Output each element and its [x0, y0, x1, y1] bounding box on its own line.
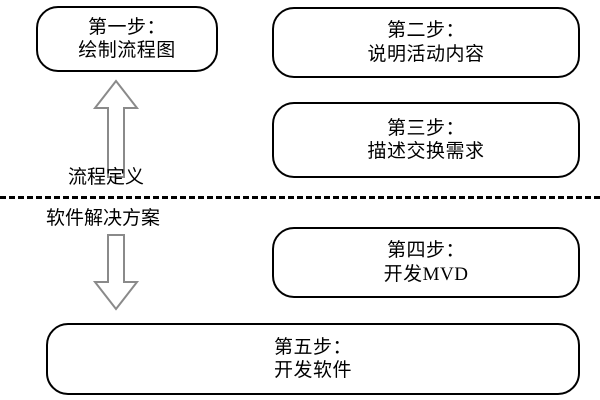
caption-software-solution: 软件解决方案 — [46, 208, 161, 229]
step-box-4[interactable]: 第四步： 开发MVD — [272, 227, 580, 298]
step-3-heading: 第三步： — [386, 117, 465, 139]
step-box-3[interactable]: 第三步： 描述交换需求 — [272, 102, 580, 178]
section-divider-dashed-line — [0, 196, 600, 199]
step-box-5[interactable]: 第五步： 开发软件 — [46, 323, 580, 395]
step-4-heading: 第四步： — [386, 240, 465, 262]
step-2-heading: 第二步： — [386, 20, 465, 42]
down-arrow-icon — [92, 234, 140, 311]
step-4-body: 开发MVD — [383, 263, 469, 285]
step-1-heading: 第一步： — [87, 16, 166, 38]
step-box-1[interactable]: 第一步： 绘制流程图 — [36, 6, 218, 72]
step-1-body: 绘制流程图 — [78, 40, 176, 61]
step-3-body: 描述交换需求 — [367, 141, 485, 162]
step-box-2[interactable]: 第二步： 说明活动内容 — [272, 7, 580, 78]
up-arrow-icon — [92, 79, 140, 178]
step-2-body: 说明活动内容 — [367, 43, 485, 65]
step-5-heading: 第五步： — [273, 336, 352, 358]
caption-process-definition: 流程定义 — [68, 167, 145, 188]
step-5-body: 开发软件 — [273, 360, 352, 381]
